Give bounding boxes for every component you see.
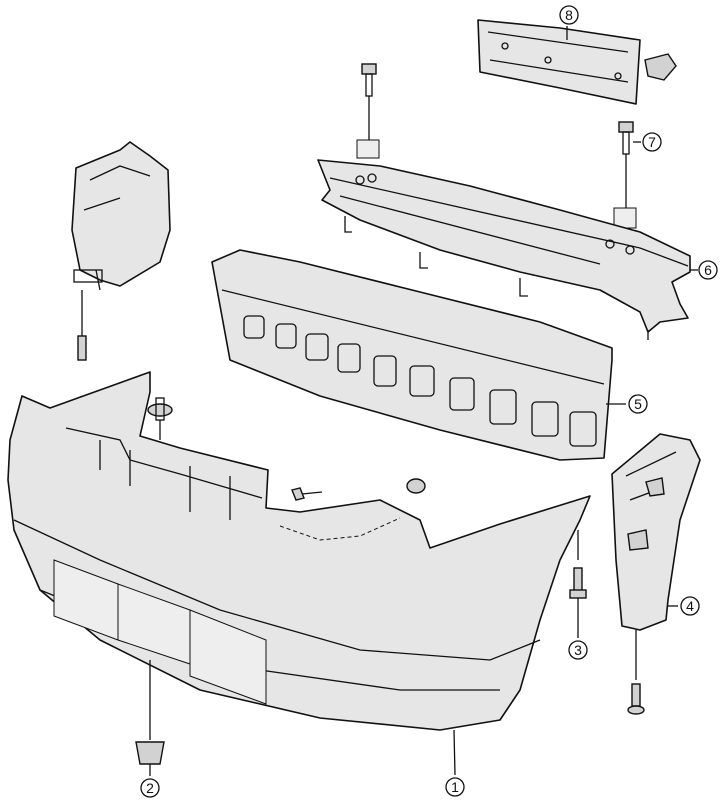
svg-text:1: 1 bbox=[451, 779, 459, 795]
part-7-bolt bbox=[613, 121, 641, 229]
callout-2: 2 bbox=[140, 778, 160, 798]
svg-text:8: 8 bbox=[565, 7, 573, 23]
left-side-bracket bbox=[71, 141, 171, 361]
part-2-clip bbox=[53, 559, 267, 776]
part-5-absorber bbox=[211, 249, 626, 461]
callout-1: 1 bbox=[445, 777, 465, 797]
part-3-screw bbox=[569, 530, 587, 638]
svg-text:2: 2 bbox=[146, 780, 154, 796]
part-6-reinforcement bbox=[317, 159, 698, 340]
part-8-bracket bbox=[477, 19, 677, 105]
callout-4: 4 bbox=[680, 596, 700, 616]
part-4-side-bracket bbox=[611, 433, 701, 715]
svg-text:5: 5 bbox=[634, 396, 642, 412]
callout-6: 6 bbox=[698, 260, 718, 280]
svg-text:7: 7 bbox=[648, 134, 656, 150]
callout-3: 3 bbox=[568, 640, 588, 660]
callout-5: 5 bbox=[628, 394, 648, 414]
bolt-upper-left bbox=[356, 63, 380, 159]
svg-text:4: 4 bbox=[686, 598, 694, 614]
svg-text:3: 3 bbox=[574, 642, 582, 658]
callout-7: 7 bbox=[642, 132, 662, 152]
svg-text:6: 6 bbox=[704, 262, 712, 278]
callout-8: 8 bbox=[559, 5, 579, 25]
